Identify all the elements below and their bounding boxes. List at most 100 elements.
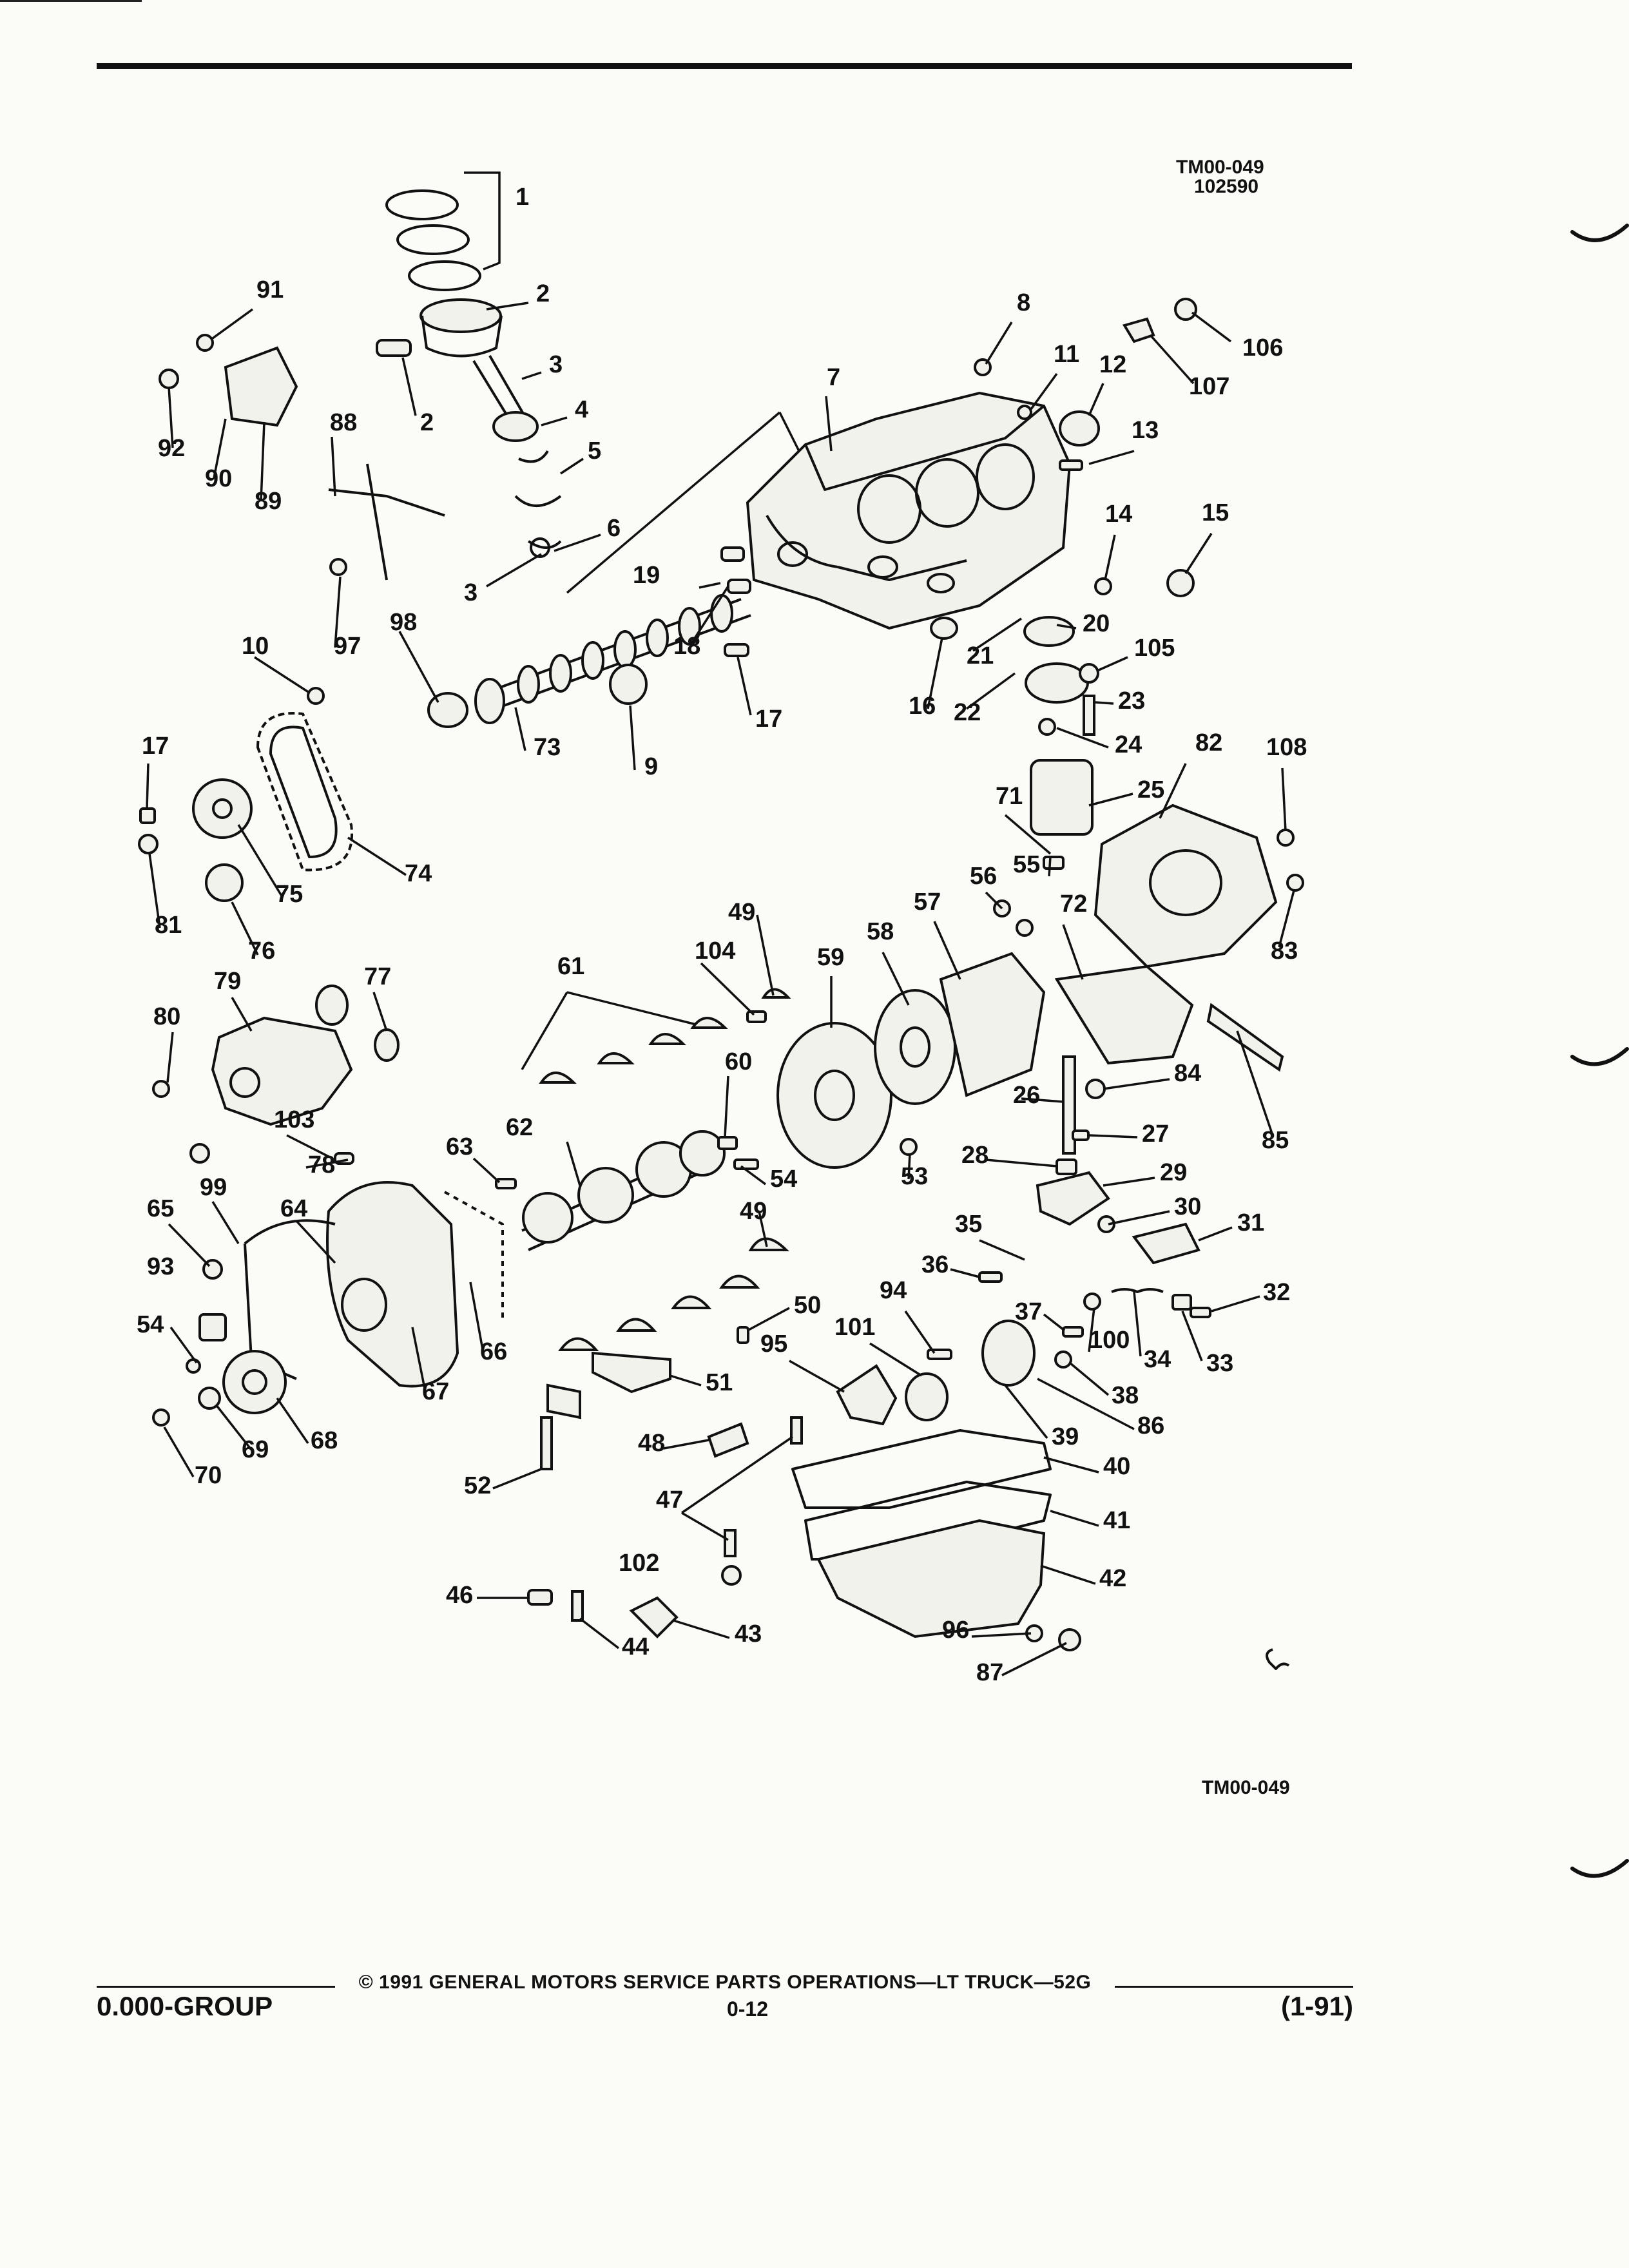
inspection-cover [1054,965,1194,1065]
callout-9: 9 [644,753,658,780]
camshaft [474,594,751,724]
callout-54: 54 [137,1311,164,1338]
callout-75: 75 [276,881,303,908]
footer-rule-right [1115,1986,1353,1988]
callout-86: 86 [1137,1412,1164,1439]
callout-11: 11 [1054,341,1079,368]
callout-88: 88 [330,409,357,436]
callout-3: 3 [464,579,477,606]
callout-84: 84 [1174,1060,1201,1087]
callout-12: 12 [1099,351,1126,378]
callout-99: 99 [200,1174,227,1201]
callout-52: 52 [464,1472,491,1499]
callout-78: 78 [308,1151,335,1178]
callout-41: 41 [1103,1507,1130,1534]
footer-rule-left [97,1986,335,1988]
callout-63: 63 [446,1133,473,1160]
callout-40: 40 [1103,1453,1130,1480]
callout-64: 64 [280,1195,307,1222]
callout-69: 69 [242,1436,269,1463]
callout-82: 82 [1195,729,1222,756]
callout-77: 77 [364,963,391,990]
small-fasteners [138,298,1304,1670]
water-pump [211,985,400,1126]
oil-filter-assembly [1023,616,1094,836]
callout-95: 95 [760,1331,787,1358]
callout-50: 50 [794,1292,821,1319]
callout-103: 103 [274,1106,314,1133]
callout-23: 23 [1118,687,1145,715]
drawing-code: 102590 [1194,176,1259,197]
callout-81: 81 [155,912,182,939]
callout-36: 36 [921,1251,949,1278]
callout-47: 47 [656,1486,683,1514]
callout-59: 59 [817,944,844,971]
callout-31: 31 [1237,1209,1264,1236]
page-curl-mark [1570,1859,1629,1878]
leader-lines [146,302,1295,1677]
callout-14: 14 [1105,501,1132,528]
callout-29: 29 [1160,1159,1187,1186]
callout-15: 15 [1202,499,1229,526]
callout-51: 51 [706,1369,733,1396]
drawing-reference-top: TM00-049 102590 [1176,158,1264,197]
callout-2: 2 [420,409,434,436]
thrust-plate [427,692,468,728]
callout-89: 89 [255,488,282,515]
page-curl-mark [1570,1047,1629,1066]
callout-91: 91 [256,276,284,303]
rear-main-seal [905,1372,949,1421]
callout-90: 90 [205,465,232,492]
callout-27: 27 [1142,1120,1169,1148]
callout-76: 76 [248,937,275,965]
footer-copyright: © 1991 GENERAL MOTORS SERVICE PARTS OPER… [358,1972,1092,1993]
callout-105: 105 [1134,635,1175,662]
callout-17: 17 [142,733,169,760]
callout-5: 5 [588,437,601,465]
callout-13: 13 [1132,417,1159,444]
callout-22: 22 [954,699,981,726]
callout-102: 102 [619,1550,659,1577]
callout-16: 16 [909,693,936,720]
callout-70: 70 [195,1462,222,1489]
callout-71: 71 [996,783,1023,810]
callout-53: 53 [901,1163,928,1190]
callout-6: 6 [607,515,621,542]
page-curl-mark [1570,224,1629,242]
cam-bearing [609,664,648,705]
callout-79: 79 [214,968,241,995]
top-rule [97,63,1352,69]
callout-44: 44 [622,1633,649,1660]
callout-96: 96 [942,1617,969,1644]
callout-10: 10 [242,633,269,660]
callout-49: 49 [728,899,755,926]
callout-24: 24 [1115,731,1142,758]
callout-3: 3 [549,351,563,378]
callout-4: 4 [575,396,588,423]
rear-cover [836,1364,898,1426]
callout-42: 42 [1099,1565,1126,1592]
piston-rings [385,171,501,291]
callout-19: 19 [633,562,660,589]
main-bearings [521,991,728,1084]
callout-30: 30 [1174,1193,1201,1220]
callout-104: 104 [695,937,735,965]
callout-107: 107 [1189,373,1229,400]
callout-26: 26 [1013,1082,1040,1109]
callout-43: 43 [735,1620,762,1648]
callout-17: 17 [755,706,782,733]
callout-2: 2 [536,280,550,307]
callout-92: 92 [158,435,185,462]
callout-20: 20 [1083,610,1110,637]
callout-108: 108 [1266,734,1307,761]
bearing-caps [546,1274,760,1419]
timing-chain-set [192,712,354,902]
callout-28: 28 [961,1142,988,1169]
oil-pan [791,1429,1052,1639]
connecting-rod [472,354,562,558]
callout-62: 62 [506,1114,533,1141]
corner-mark [0,0,142,2]
callout-18: 18 [673,633,700,660]
